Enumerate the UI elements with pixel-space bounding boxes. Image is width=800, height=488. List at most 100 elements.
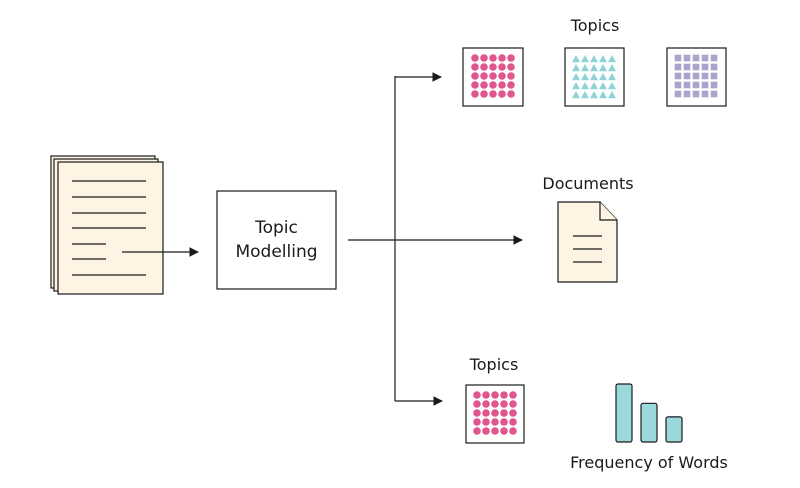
topic-grid-mark — [473, 427, 481, 435]
topic-grid-mark — [674, 90, 682, 98]
topic-grid-mark — [710, 54, 718, 62]
frequency-bars-icon — [615, 383, 683, 443]
topic-grid-mark — [701, 81, 709, 89]
topic-grid-mark — [498, 63, 506, 71]
topic-grid-mark — [473, 391, 481, 399]
topic-grid-mark — [507, 90, 515, 98]
topic-grid-mark — [701, 63, 709, 71]
topic-grid-mark — [500, 409, 508, 417]
topic-grid-mark — [471, 54, 479, 62]
document-stack-icon — [50, 155, 164, 295]
topic-grid-mark — [572, 82, 580, 90]
topic-grid-mark — [674, 54, 682, 62]
topic-grid-mark — [590, 82, 598, 90]
topics-bottom-label: Topics — [469, 355, 519, 374]
topic-grid-mark — [482, 409, 490, 417]
topic-grid-mark — [692, 63, 700, 71]
topic-grid-mark — [471, 63, 479, 71]
topic-grid-mark — [608, 91, 616, 99]
topic-grid-mark — [509, 418, 517, 426]
topic-grid-mark — [581, 73, 589, 81]
topic-grid-mark — [491, 391, 499, 399]
topic-grid-mark — [590, 91, 598, 99]
topic-grid-mark — [692, 72, 700, 80]
topic-grid-mark — [500, 391, 508, 399]
frequency-bar — [640, 402, 658, 443]
topic-pink-circles-icon — [465, 384, 525, 444]
topic-grid-mark — [473, 400, 481, 408]
topic-grid-mark — [507, 81, 515, 89]
topic-grid-mark — [710, 72, 718, 80]
topic-grid-mark — [581, 64, 589, 72]
topic-grid-mark — [599, 73, 607, 81]
topic-grid-mark — [507, 54, 515, 62]
topic-grid-mark — [507, 63, 515, 71]
topic-grid-mark — [701, 90, 709, 98]
topic-grid-mark — [498, 81, 506, 89]
topic-grid-mark — [489, 81, 497, 89]
topic-grid-mark — [509, 409, 517, 417]
topics-top-label: Topics — [570, 16, 620, 35]
topic-grid-mark — [491, 418, 499, 426]
topic-grid-mark — [507, 72, 515, 80]
branch-connectors — [348, 72, 523, 406]
topic-grid-mark — [608, 73, 616, 81]
topic-grid-mark — [500, 418, 508, 426]
topic-grid-mark — [473, 409, 481, 417]
topic-grid-mark — [692, 54, 700, 62]
process-label-line2: Modelling — [235, 242, 317, 262]
topic-grid-mark — [590, 73, 598, 81]
topic-grid-mark — [482, 427, 490, 435]
topic-grid-mark — [498, 54, 506, 62]
topic-grid-mark — [509, 427, 517, 435]
topic-grid-mark — [710, 90, 718, 98]
topic-grid-mark — [674, 81, 682, 89]
topic-purple-squares-icon — [666, 47, 727, 107]
topic-grid-mark — [491, 409, 499, 417]
topic-grid-mark — [701, 72, 709, 80]
topic-grid-mark — [482, 391, 490, 399]
topic-grid-mark — [692, 90, 700, 98]
topic-grid-mark — [599, 82, 607, 90]
topic-grid-mark — [683, 63, 691, 71]
topic-grid-mark — [482, 400, 490, 408]
topic-grid-mark — [572, 73, 580, 81]
topic-grid-mark — [491, 427, 499, 435]
documents-label: Documents — [542, 174, 633, 193]
topic-grid-mark — [608, 82, 616, 90]
topic-grid-mark — [509, 391, 517, 399]
topic-grid-mark — [590, 55, 598, 63]
topic-grid-mark — [473, 418, 481, 426]
topic-grid-mark — [480, 54, 488, 62]
frequency-bar — [615, 383, 633, 443]
topic-grid-mark — [500, 400, 508, 408]
topic-grid-mark — [482, 418, 490, 426]
topic-grid-mark — [581, 55, 589, 63]
topic-grid-mark — [572, 91, 580, 99]
topic-grid-mark — [489, 90, 497, 98]
topic-grid-mark — [683, 54, 691, 62]
topic-grid-mark — [674, 72, 682, 80]
topic-grid-mark — [480, 81, 488, 89]
topic-grid-mark — [710, 63, 718, 71]
topic-grid-mark — [498, 72, 506, 80]
topic-grid-mark — [590, 64, 598, 72]
topic-grid-mark — [608, 64, 616, 72]
topic-grid-mark — [480, 63, 488, 71]
topic-grid-mark — [674, 63, 682, 71]
topic-grid-mark — [489, 63, 497, 71]
topic-grid-mark — [683, 81, 691, 89]
process-label-line1: Topic — [254, 218, 298, 238]
topic-grid-mark — [480, 90, 488, 98]
topic-grid-mark — [498, 90, 506, 98]
topic-grid-mark — [608, 55, 616, 63]
topic-grid-mark — [683, 72, 691, 80]
topic-grid-mark — [489, 72, 497, 80]
topic-grid-mark — [581, 82, 589, 90]
topic-grid-mark — [471, 90, 479, 98]
topic-grid-mark — [500, 427, 508, 435]
topic-grid-mark — [710, 81, 718, 89]
topic-grid-mark — [599, 55, 607, 63]
topic-grid-mark — [683, 90, 691, 98]
